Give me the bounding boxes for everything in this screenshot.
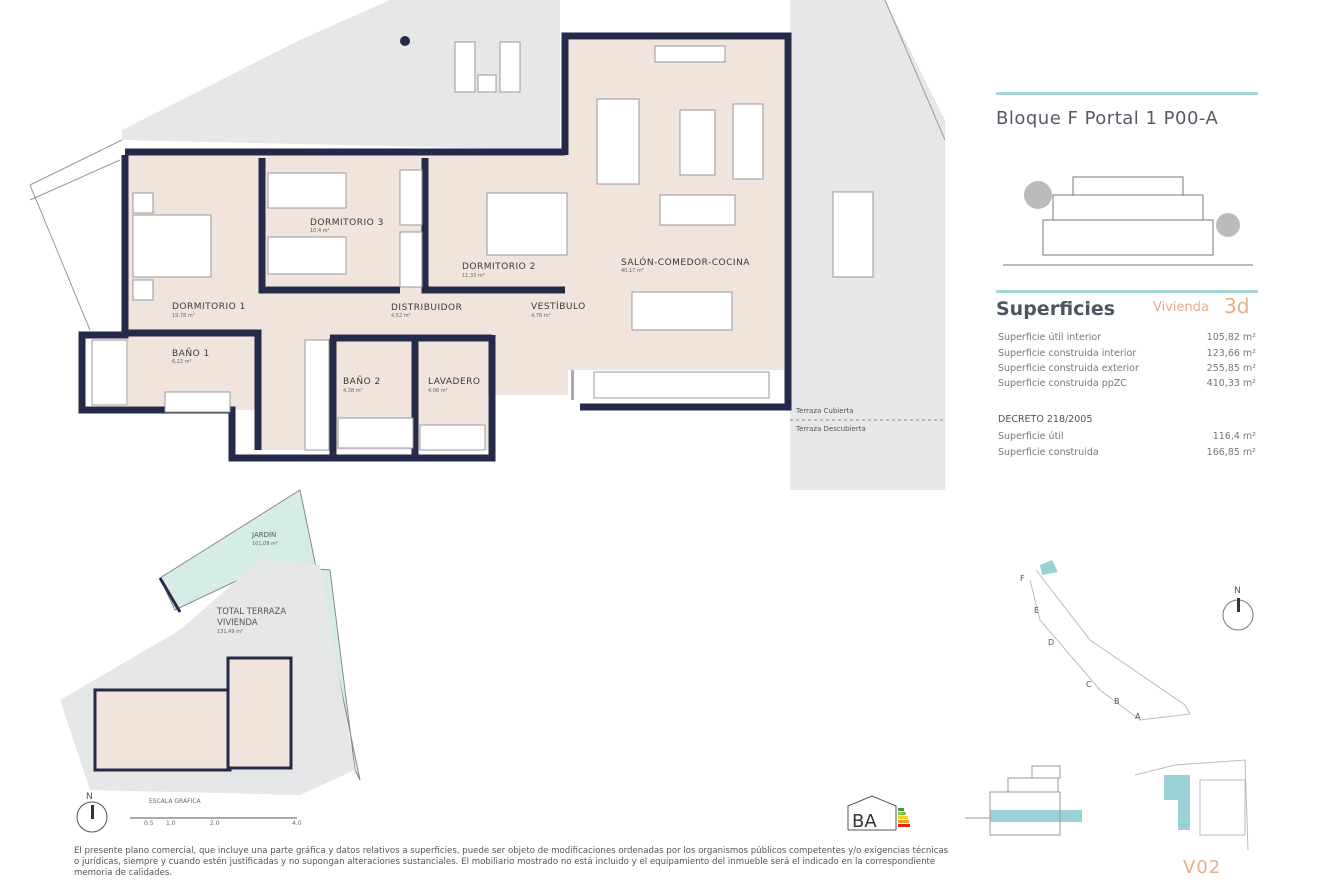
room-area: 10,4 m² [310,228,330,234]
room-area: 4,76 m² [531,313,551,319]
jardin-label: JARDÍN [252,531,277,539]
svg-text:BA: BA [852,811,877,832]
decreto-row: Superficie útil 116,4 m² [998,431,1256,442]
surface-value: 123,66 m² [1206,348,1256,359]
disclaimer-text: El presente plano comercial, que incluye… [74,846,949,878]
room-area: 19,78 m² [172,313,195,319]
title-rule-top [996,92,1258,95]
block-label: C [1086,680,1092,689]
scale-tick: 4.0 [292,820,302,827]
room-area: 6,22 m² [172,359,192,365]
room-label-distribuidor: DISTRIBUIDOR [391,303,463,313]
room-label-lavadero: LAVADERO [428,377,481,387]
energy-label-logo: BA [847,795,910,832]
room-label-dormitorio-1: DORMITORIO 1 [172,302,246,312]
surface-row: Superficie construida ppZC 410,33 m² [998,378,1256,389]
surface-label: Superficie útil interior [998,332,1102,343]
terraza-vivienda-label: VIVIENDA [217,618,258,628]
walls [78,32,792,462]
decreto-value: 116,4 m² [1212,431,1256,442]
vivienda-label: Vivienda [1153,300,1209,315]
terraza-descubierta-label: Terraza Descubierta [796,425,866,433]
block-label: E [1034,606,1040,615]
room-area: 4,38 m² [343,388,363,394]
view-code: V02 [1183,857,1222,878]
title-rule-bottom [996,290,1258,293]
terrace-area [122,0,560,150]
surface-label: Superficie construida exterior [998,363,1139,374]
surface-row: Superficie útil interior 105,82 m² [998,332,1256,343]
scale-tick: 0.5 [144,820,154,827]
block-label: B [1114,697,1120,706]
room-label-bano-2: BAÑO 2 [343,377,381,387]
block-label: D [1048,638,1055,647]
terraza-area: 131,49 m² [217,629,243,635]
surface-row: Superficie construida interior 123,66 m² [998,348,1256,359]
superficies-heading: Superficies [996,298,1116,320]
scale-title: ESCALA GRÁFICA [149,798,201,805]
vivienda-type: 3d [1224,294,1250,318]
room-label-dormitorio-2: DORMITORIO 2 [462,262,536,272]
terraza-cubierta-label: Terraza Cubierta [796,407,854,415]
room-label-salon: SALÓN-COMEDOR-COCINA [621,258,750,268]
decreto-row: Superficie construida 166,85 m² [998,447,1256,458]
terraza-total-label: TOTAL TERRAZA [217,607,287,617]
surface-label: Superficie construida interior [998,348,1137,359]
page-title: Bloque F Portal 1 P00-A [996,108,1219,129]
north-label: N [86,792,93,802]
decreto-label: Superficie útil [998,431,1064,442]
surface-value: 410,33 m² [1206,378,1256,389]
surface-row: Superficie construida exterior 255,85 m² [998,363,1256,374]
room-label-vestibulo: VESTÍBULO [531,302,586,312]
location-north-label: N [1234,586,1241,596]
room-label-bano-1: BAÑO 1 [172,349,210,359]
scale-tick: 1.0 [166,820,176,827]
jardin-area: 101,08 m² [252,541,278,547]
site-floor [93,688,232,772]
furniture [91,41,874,451]
surface-label: Superficie construida ppZC [998,378,1127,389]
room-area: 4,52 m² [391,313,411,319]
room-area: 4,06 m² [428,388,448,394]
decreto-heading: DECRETO 218/2005 [998,414,1093,425]
block-label: A [1135,712,1141,721]
garden-area [159,489,361,781]
room-area: 40,17 m² [621,268,644,274]
surface-value: 255,85 m² [1206,363,1256,374]
room-area: 11,33 m² [462,273,485,279]
decreto-value: 166,85 m² [1206,447,1256,458]
block-label: F [1020,574,1025,583]
scale-tick: 2.0 [210,820,220,827]
decreto-label: Superficie construida [998,447,1099,458]
room-label-dormitorio-3: DORMITORIO 3 [310,218,384,228]
building-rendering [993,165,1258,280]
surface-value: 105,82 m² [1206,332,1256,343]
